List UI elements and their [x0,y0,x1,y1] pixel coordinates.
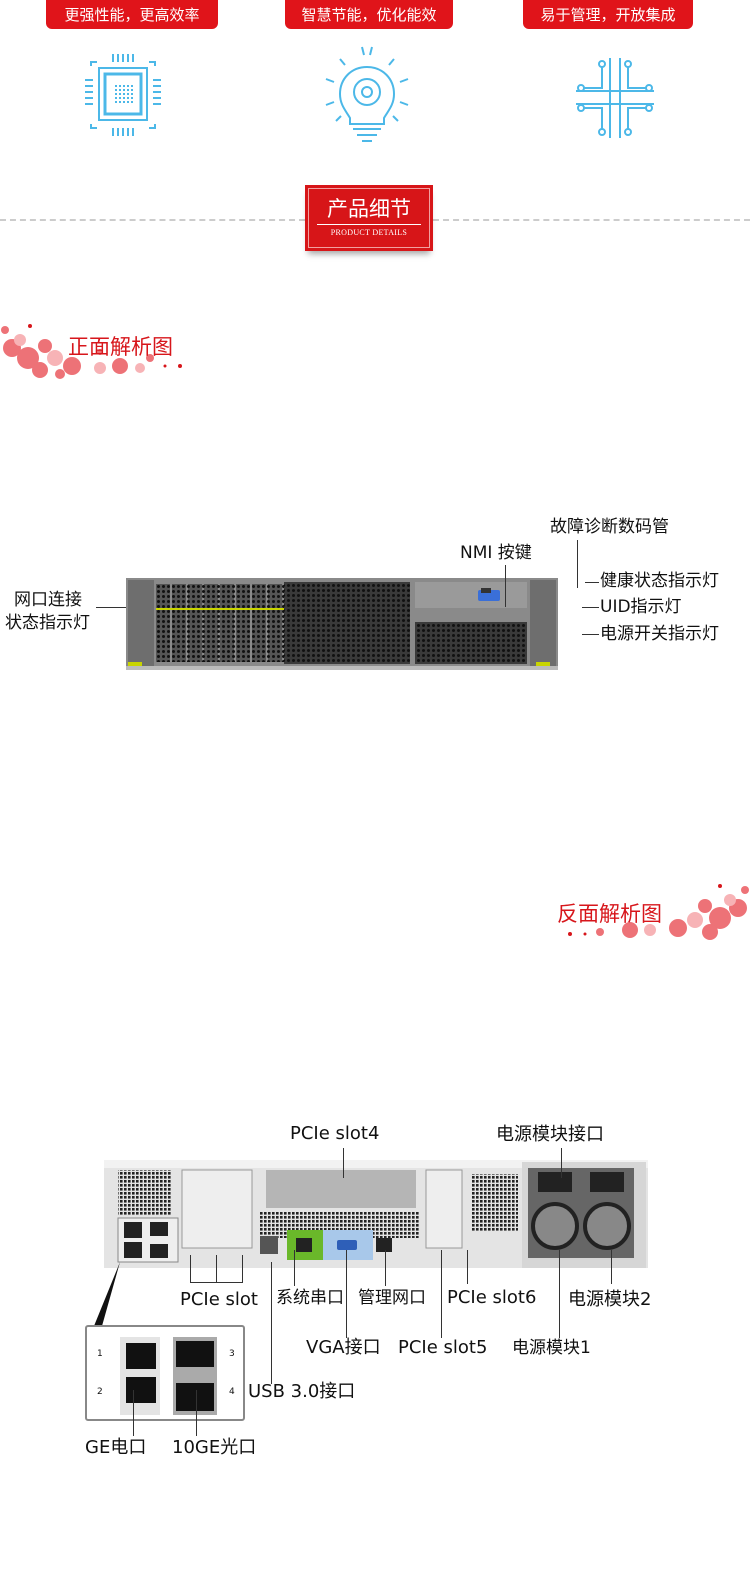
label-network-status-1: 网口连接 [14,590,82,610]
feature-badge-management: 易于管理，开放集成 [523,0,693,29]
leader-line [582,607,599,608]
leader-line [611,1250,612,1284]
decorative-bubbles-icon [568,884,749,940]
circuit-icon [576,58,654,138]
leader-line [561,1148,562,1178]
label-10ge-port: 10GE光口 [172,1437,257,1458]
port-label-3: 3 [229,1349,235,1359]
label-pcie-slot6: PCIe slot6 [447,1287,537,1308]
leader-line [196,1390,197,1436]
leader-line [467,1250,468,1284]
divider-left [0,219,305,221]
decorative-bubbles-icon [1,324,182,379]
port-label-4: 4 [229,1387,235,1397]
label-usb-port: USB 3.0接口 [248,1381,356,1402]
cpu-chip-icon [85,54,161,136]
divider-right [433,219,750,221]
label-uid-indicator: UID指示灯 [600,597,682,617]
label-network-status-2: 状态指示灯 [5,613,90,633]
label-ge-port: GE电口 [85,1437,147,1458]
leader-line [190,1255,191,1282]
leader-line [242,1255,243,1282]
leader-line [133,1390,134,1436]
leader-line [294,1250,295,1286]
leader-line [271,1262,272,1384]
leader-line [577,540,578,588]
leader-line [96,607,126,608]
leader-line [585,582,599,583]
section-header-product-details: 产品细节 PRODUCT DETAILS [305,185,433,251]
label-mgmt-port: 管理网口 [358,1288,426,1308]
section-header-subtitle: PRODUCT DETAILS [330,228,408,237]
section-header-title: 产品细节 [317,194,421,225]
rear-view-title: 反面解析图 [557,902,662,926]
label-pcie-slot5: PCIe slot5 [398,1337,488,1358]
server-front-image [126,578,558,670]
drive-bays [156,584,284,662]
label-diagnostic-display: 故障诊断数码管 [550,517,669,537]
leader-line [441,1250,442,1338]
label-power-indicator: 电源开关指示灯 [600,624,719,644]
feature-badge-performance: 更强性能，更高效率 [46,0,218,29]
front-view-title: 正面解析图 [68,335,173,359]
port-label-1: 1 [97,1349,103,1359]
lightbulb-gear-icon [325,46,409,142]
label-nmi-button: NMI 按键 [460,543,532,563]
label-health-indicator: 健康状态指示灯 [600,571,719,591]
inset-pointer [94,1262,120,1326]
port-label-2: 2 [97,1387,103,1397]
label-serial-port: 系统串口 [276,1288,344,1308]
leader-line [343,1148,344,1178]
server-rear-image [104,1160,648,1268]
label-psu-port: 电源模块接口 [496,1124,604,1145]
label-pcie-slot: PCIe slot [180,1289,258,1310]
leader-line [559,1250,560,1338]
leader-line [216,1255,217,1282]
leader-line [190,1282,243,1283]
label-psu-1: 电源模块1 [512,1338,591,1358]
feature-badge-energy: 智慧节能，优化能效 [285,0,453,29]
leader-line [505,565,506,607]
network-ports-inset: 1 2 3 4 [85,1325,245,1421]
label-vga-port: VGA接口 [306,1337,381,1358]
label-pcie-slot4: PCIe slot4 [290,1123,380,1144]
leader-line [385,1250,386,1286]
leader-line [582,634,599,635]
label-psu-2: 电源模块2 [568,1289,652,1310]
leader-line [346,1250,347,1338]
